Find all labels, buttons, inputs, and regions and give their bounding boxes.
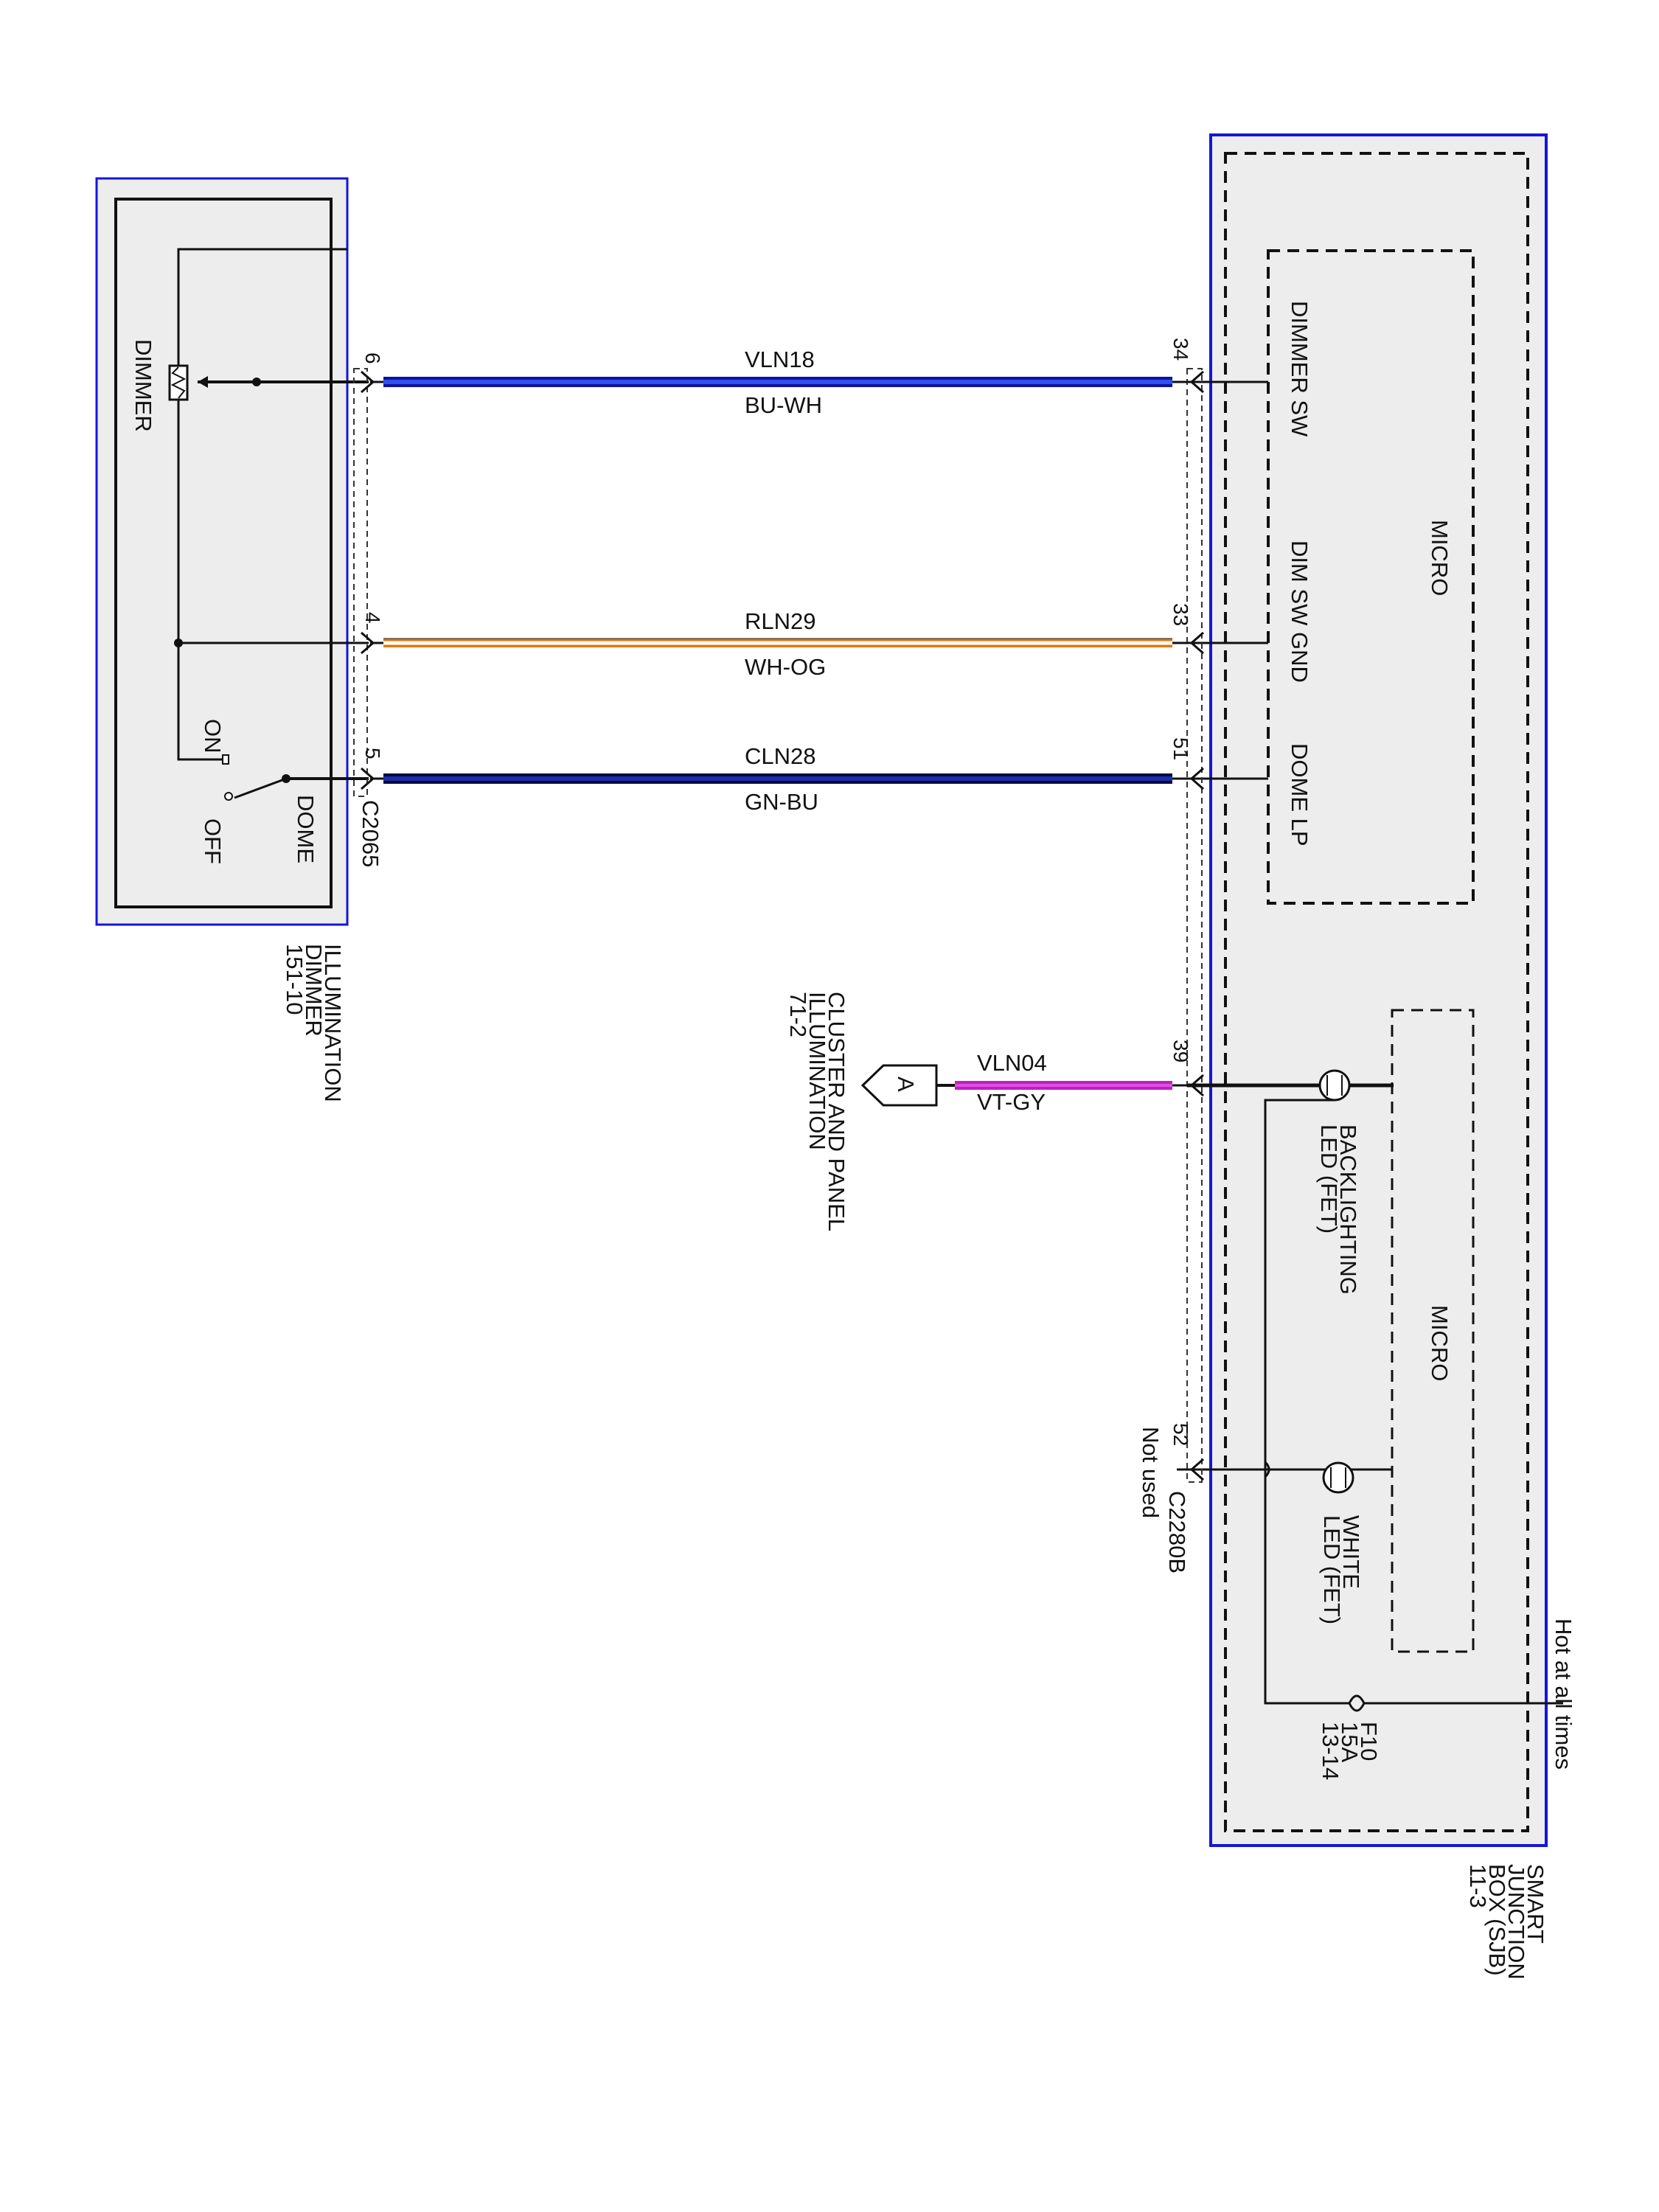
pin-dim-sw-gnd-label: DIM SW GND [1287, 540, 1312, 683]
wire-color-label: VT-GY [977, 1089, 1046, 1115]
dimmer-module: DIMMER ON OFF DOME C2065 ILLUMINATION DI… [95, 177, 383, 1102]
backlighting-feed [1264, 1099, 1349, 1705]
cluster-title-line1: CLUSTER AND PANEL [824, 992, 849, 1231]
fuse-f10-icon [1348, 1694, 1366, 1712]
wire-cln28: CLN28 GN-BU 5 51 [361, 737, 1192, 815]
junction-dot [252, 378, 261, 386]
pin-dimmer-sw-label: DIMMER SW [1287, 301, 1312, 437]
dimmer-title-line1: ILLUMINATION [320, 944, 346, 1102]
right-pin-label: 39 [1169, 1040, 1192, 1062]
backlighting-label-line2: LED (FET) [1316, 1124, 1342, 1234]
wire-circuit-label: CLN28 [745, 743, 816, 769]
switch-on-contact [222, 754, 229, 765]
micro-lower-label: MICRO [1427, 1305, 1453, 1381]
sjb-title-line2: JUNCTION [1503, 1864, 1529, 1980]
cluster-title-line2: ILLUMINATION [804, 992, 830, 1150]
wire-circuit-label: VLN04 [977, 1050, 1047, 1076]
dimmer-module-inner [114, 198, 333, 908]
cluster-connector: A CLUSTER AND PANEL ILLUMINATION 71-2 [785, 992, 938, 1231]
left-pin-label: 6 [361, 352, 384, 364]
dimmer-title-line2: DIMMER [301, 944, 327, 1037]
white-led-fet-icon [1322, 1461, 1354, 1494]
right-pin-label: 52 [1169, 1423, 1192, 1446]
fuse-label-line2: 15A [1337, 1722, 1363, 1762]
switch-on-label: ON [200, 719, 226, 754]
micro-lower-box [1391, 1009, 1475, 1653]
switch-blade [234, 777, 287, 799]
connector-c2280b-outline [1186, 368, 1203, 1483]
connector-a-icon [860, 1064, 938, 1107]
switch-dome-label: DOME [293, 795, 319, 863]
white-led-label-line1: WHITE [1338, 1515, 1364, 1589]
pin-dome-lp-label: DOME LP [1287, 743, 1312, 846]
hot-at-all-times-label: Hot at all times [1551, 1618, 1576, 1770]
terminal-chevron-icon [361, 631, 383, 655]
connector-a-letter: A [893, 1077, 919, 1092]
sjb-inner-dashed [1224, 152, 1529, 1832]
wire-crossover [1264, 1461, 1270, 1478]
fuse-label-line3: 13-14 [1318, 1722, 1343, 1780]
sjb-module: MICRO MICRO DIMMER SW DIM SW GND DOME LP… [1187, 133, 1576, 1980]
wire-vln18: VLN18 BU-WH 6 34 [361, 338, 1192, 418]
terminal-chevron-icon [1172, 767, 1204, 790]
micro-upper-label: MICRO [1427, 520, 1453, 596]
left-pin-label: 4 [361, 612, 384, 624]
wire-color-label: BU-WH [745, 392, 822, 418]
sjb-title-line1: SMART [1523, 1864, 1548, 1944]
dimmer-title-line3: 151-10 [282, 944, 307, 1015]
wire-circuit-label: RLN29 [745, 608, 816, 634]
wire-circuit-label: VLN18 [745, 347, 815, 372]
terminal-chevron-icon [1172, 1074, 1204, 1097]
pin-52: 52 [1169, 1423, 1192, 1446]
resistor-zigzag [170, 366, 187, 399]
white-led-label-line2: LED (FET) [1319, 1515, 1345, 1624]
switch-off-label: OFF [200, 818, 226, 864]
dimmer-connector-label: C2065 [358, 800, 383, 867]
backlighting-label-line1: BACKLIGHTING [1335, 1124, 1361, 1295]
connector-c2065-outline [353, 368, 368, 797]
dimmer-wiper-arrow-icon [198, 376, 208, 388]
c2280b-label: C2280B [1164, 1491, 1190, 1573]
terminal-chevron-icon [1172, 370, 1204, 394]
terminal-chevron-icon [361, 370, 383, 394]
right-pin-label: 34 [1169, 338, 1192, 361]
cluster-title-line3: 71-2 [785, 992, 811, 1037]
terminal-chevron-icon [361, 767, 383, 790]
terminal-chevron-icon [1172, 631, 1204, 655]
fuse-label-line1: F10 [1356, 1722, 1382, 1761]
right-pin-label: 33 [1169, 603, 1192, 626]
dimmer-label: DIMMER [131, 339, 156, 432]
right-pin-label: 51 [1169, 737, 1192, 760]
switch-off-contact [224, 792, 233, 801]
junction-dot [174, 639, 183, 647]
wire-color-label: WH-OG [745, 654, 826, 680]
backlighting-led-fet-icon [1318, 1069, 1351, 1102]
sjb-title-line3: BOX (SJB) [1484, 1864, 1510, 1976]
wire-color-label: GN-BU [745, 789, 818, 815]
sjb-outer [1209, 133, 1548, 1847]
wire-rln29: RLN29 WH-OG 4 33 [361, 603, 1192, 680]
micro-upper-box [1267, 249, 1475, 905]
sjb-title-line4: 11-3 [1465, 1864, 1491, 1908]
wire-vln04: VLN04 VT-GY 39 [936, 1040, 1192, 1115]
left-pin-label: 5 [361, 748, 384, 759]
terminal-chevron-icon [1177, 1458, 1204, 1481]
not-used-label: Not used [1138, 1427, 1164, 1518]
dimmer-internal-wire [177, 248, 347, 761]
